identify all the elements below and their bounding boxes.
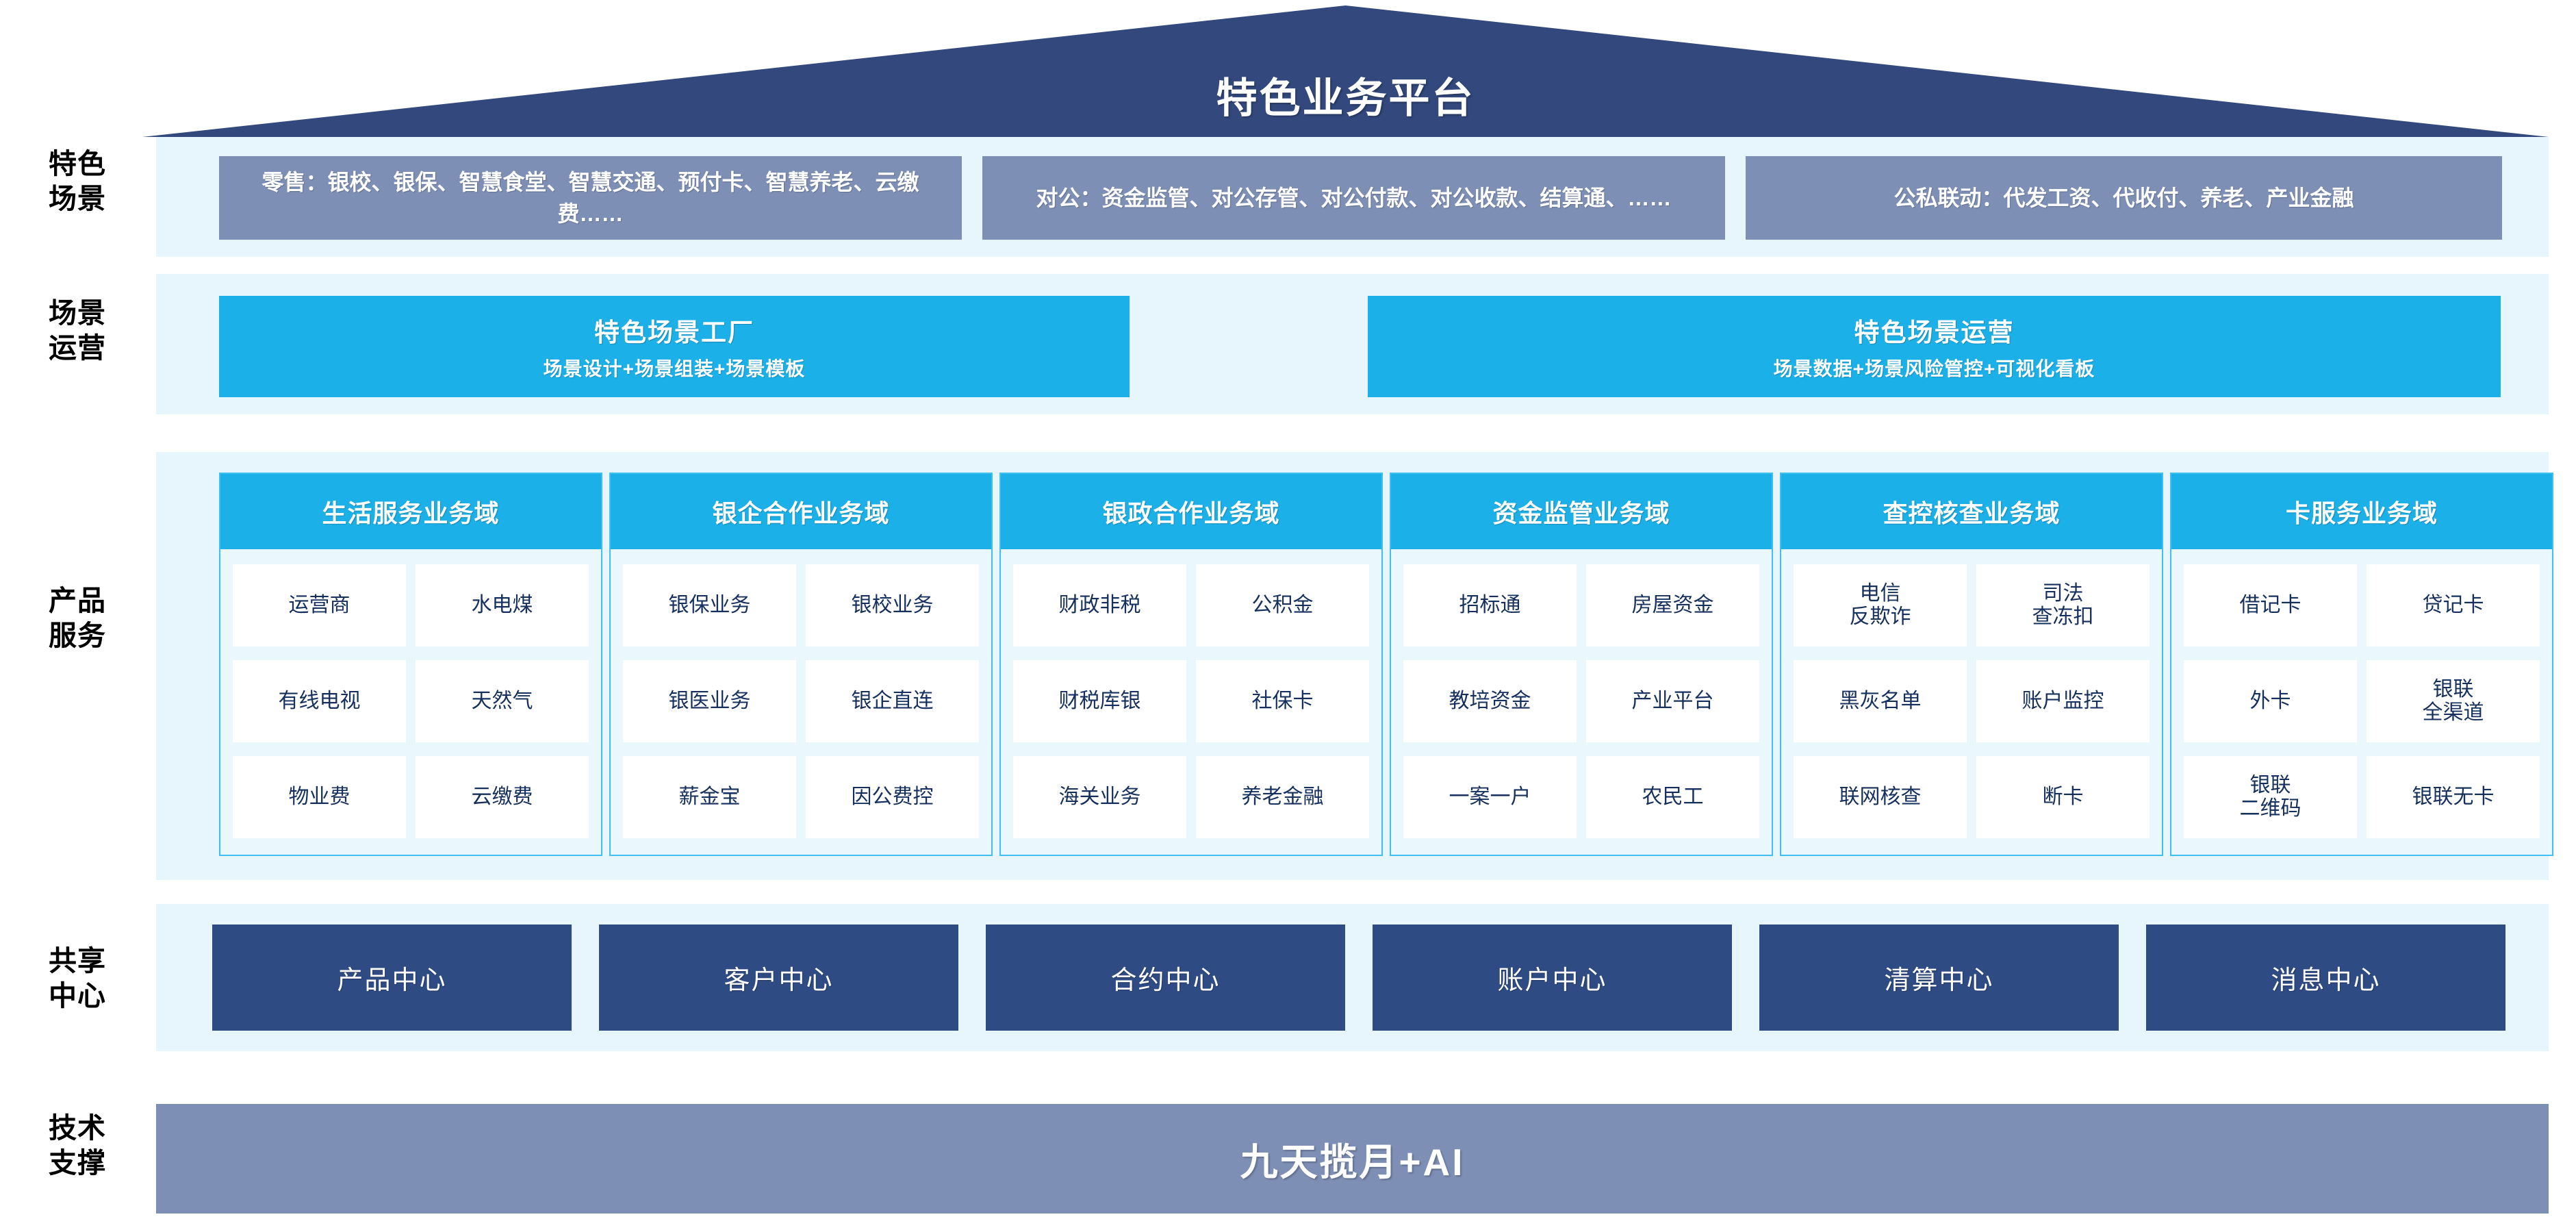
domain-item[interactable]: 海关业务 [1013, 756, 1186, 838]
domain-item-grid: 财政非税 公积金 财税库银 社保卡 海关业务 养老金融 [1001, 549, 1381, 855]
tech-support-bar[interactable]: 九天揽月+AI [156, 1104, 2549, 1214]
domain-item[interactable]: 司法 查冻扣 [1976, 564, 2150, 646]
scene-box-corporate[interactable]: 对公：资金监管、对公存管、对公付款、对公收款、结算通、…… [982, 156, 1725, 240]
share-center-product[interactable]: 产品中心 [212, 925, 572, 1031]
domain-item[interactable]: 因公费控 [806, 756, 979, 838]
domain-item[interactable]: 银联无卡 [2367, 756, 2540, 838]
domain-column-life-service[interactable]: 生活服务业务域 运营商 水电煤 有线电视 天然气 物业费 云缴费 [219, 473, 602, 856]
domain-title: 卡服务业务域 [2171, 474, 2552, 549]
row-label-share: 共享 中心 [49, 945, 106, 1012]
domain-title: 查控核查业务域 [1781, 474, 2162, 549]
row-label-product: 产品 服务 [49, 585, 106, 652]
domain-item[interactable]: 联网核查 [1794, 756, 1967, 838]
domain-item[interactable]: 财政非税 [1013, 564, 1186, 646]
domain-item[interactable]: 公积金 [1196, 564, 1369, 646]
domain-item[interactable]: 水电煤 [416, 564, 589, 646]
domain-item[interactable]: 银企直连 [806, 660, 979, 742]
domain-item[interactable]: 银医业务 [623, 660, 796, 742]
domain-item[interactable]: 银校业务 [806, 564, 979, 646]
domain-item[interactable]: 房屋资金 [1586, 564, 1759, 646]
domain-item-grid: 借记卡 贷记卡 外卡 银联 全渠道 银联 二维码 银联无卡 [2171, 549, 2552, 855]
domain-title: 银企合作业务域 [611, 474, 991, 549]
operation-box-factory[interactable]: 特色场景工厂 场景设计+场景组装+场景模板 [219, 296, 1130, 397]
domain-item[interactable]: 电信 反欺诈 [1794, 564, 1967, 646]
domain-column-fund-supervision[interactable]: 资金监管业务域 招标通 房屋资金 教培资金 产业平台 一案一户 农民工 [1390, 473, 1773, 856]
domain-item-grid: 银保业务 银校业务 银医业务 银企直连 薪金宝 因公费控 [611, 549, 991, 855]
platform-roof-banner: 特色业务平台 [142, 5, 2549, 137]
operation-title: 特色场景工厂 [594, 318, 754, 347]
domain-item[interactable]: 黑灰名单 [1794, 660, 1967, 742]
domain-title: 资金监管业务域 [1391, 474, 1772, 549]
domain-item-grid: 招标通 房屋资金 教培资金 产业平台 一案一户 农民工 [1391, 549, 1772, 855]
scene-box-retail[interactable]: 零售：银校、银保、智慧食堂、智慧交通、预付卡、智慧养老、云缴费…… [219, 156, 962, 240]
domain-item[interactable]: 借记卡 [2184, 564, 2357, 646]
domain-column-bank-government[interactable]: 银政合作业务域 财政非税 公积金 财税库银 社保卡 海关业务 养老金融 [999, 473, 1383, 856]
domain-item[interactable]: 养老金融 [1196, 756, 1369, 838]
domain-column-bank-enterprise[interactable]: 银企合作业务域 银保业务 银校业务 银医业务 银企直连 薪金宝 因公费控 [609, 473, 993, 856]
domain-column-card-service[interactable]: 卡服务业务域 借记卡 贷记卡 外卡 银联 全渠道 银联 二维码 银联无卡 [2170, 473, 2553, 856]
operation-subtitle: 场景数据+场景风险管控+可视化看板 [1773, 358, 2095, 379]
operation-box-operations[interactable]: 特色场景运营 场景数据+场景风险管控+可视化看板 [1368, 296, 2501, 397]
share-center-customer[interactable]: 客户中心 [599, 925, 958, 1031]
domain-item[interactable]: 断卡 [1976, 756, 2150, 838]
row-label-tech: 技术 支撑 [49, 1112, 106, 1179]
operation-title: 特色场景运营 [1854, 318, 2015, 347]
domain-item[interactable]: 银联 二维码 [2184, 756, 2357, 838]
domain-item[interactable]: 教培资金 [1403, 660, 1577, 742]
domain-item[interactable]: 有线电视 [233, 660, 406, 742]
domain-column-investigation[interactable]: 查控核查业务域 电信 反欺诈 司法 查冻扣 黑灰名单 账户监控 联网核查 断卡 [1780, 473, 2163, 856]
domain-item[interactable]: 运营商 [233, 564, 406, 646]
domain-title: 银政合作业务域 [1001, 474, 1381, 549]
domain-item[interactable]: 薪金宝 [623, 756, 796, 838]
domain-item[interactable]: 账户监控 [1976, 660, 2150, 742]
domain-item-grid: 运营商 水电煤 有线电视 天然气 物业费 云缴费 [220, 549, 601, 855]
domain-title: 生活服务业务域 [220, 474, 601, 549]
domain-item[interactable]: 贷记卡 [2367, 564, 2540, 646]
share-center-clearing[interactable]: 清算中心 [1759, 925, 2119, 1031]
domain-item[interactable]: 一案一户 [1403, 756, 1577, 838]
domain-item[interactable]: 天然气 [416, 660, 589, 742]
row-label-operate: 场景 运营 [49, 297, 106, 364]
scene-box-linkage[interactable]: 公私联动：代发工资、代收付、养老、产业金融 [1746, 156, 2502, 240]
domain-item[interactable]: 招标通 [1403, 564, 1577, 646]
domain-item[interactable]: 社保卡 [1196, 660, 1369, 742]
domain-item[interactable]: 云缴费 [416, 756, 589, 838]
row-label-scene: 特色 场景 [49, 148, 106, 215]
domain-item[interactable]: 外卡 [2184, 660, 2357, 742]
domain-item[interactable]: 财税库银 [1013, 660, 1186, 742]
domain-item[interactable]: 银保业务 [623, 564, 796, 646]
share-center-contract[interactable]: 合约中心 [986, 925, 1345, 1031]
share-center-message[interactable]: 消息中心 [2146, 925, 2505, 1031]
domain-item[interactable]: 物业费 [233, 756, 406, 838]
domain-item[interactable]: 银联 全渠道 [2367, 660, 2540, 742]
domain-item[interactable]: 农民工 [1586, 756, 1759, 838]
operation-subtitle: 场景设计+场景组装+场景模板 [543, 358, 806, 379]
share-center-account[interactable]: 账户中心 [1373, 925, 1732, 1031]
domain-item-grid: 电信 反欺诈 司法 查冻扣 黑灰名单 账户监控 联网核查 断卡 [1781, 549, 2162, 855]
domain-item[interactable]: 产业平台 [1586, 660, 1759, 742]
page-title: 特色业务平台 [1216, 75, 1475, 121]
